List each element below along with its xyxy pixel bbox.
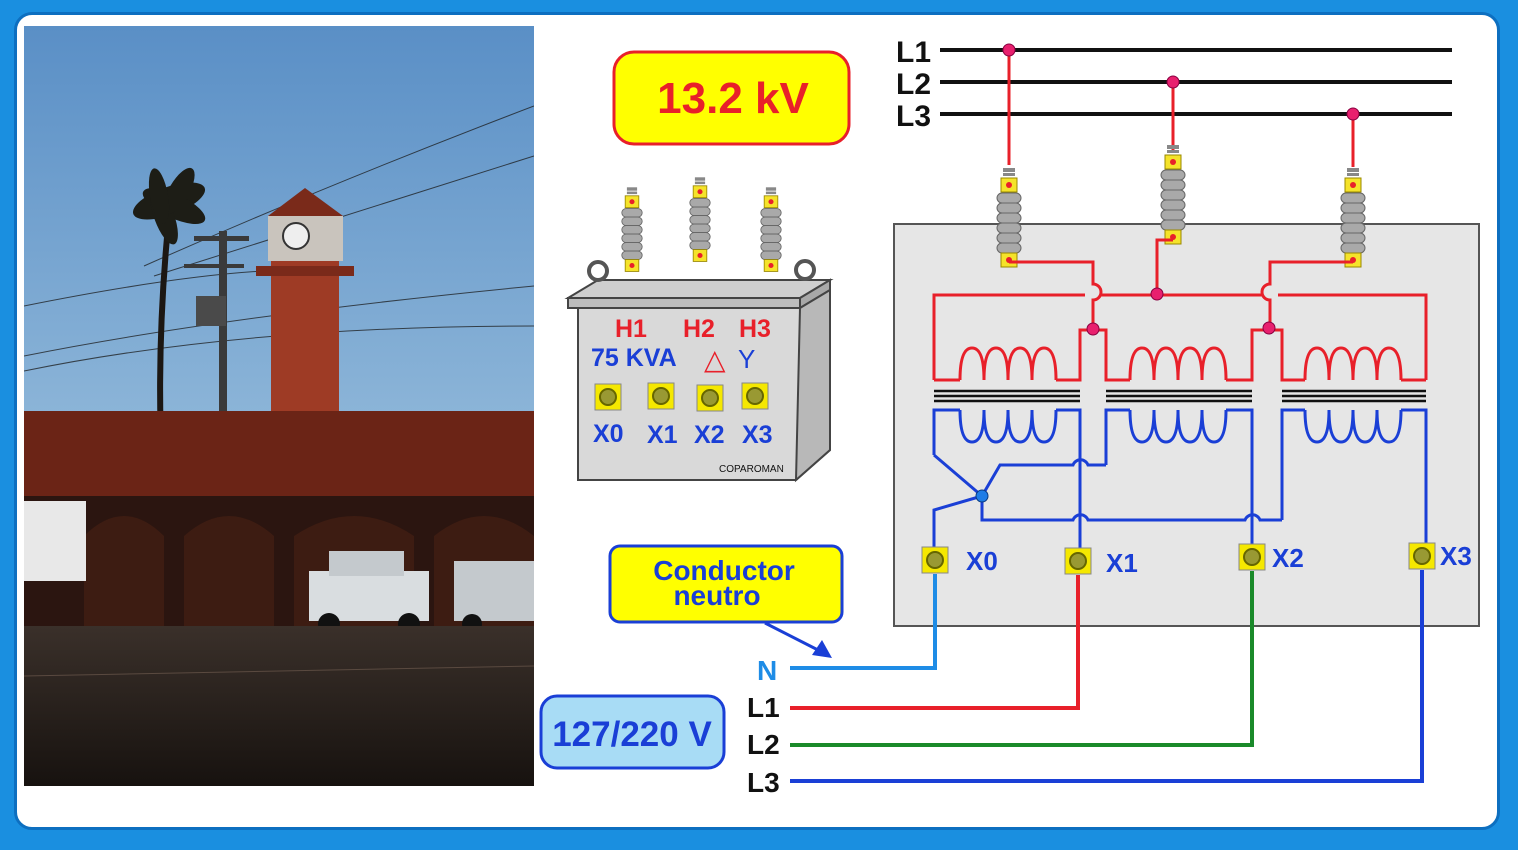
picture-rating: 75 KVA [591,344,677,372]
neutral-callout-line2: neutro [673,580,760,611]
delta-node-h1 [1086,322,1100,336]
neutral-node [975,489,989,503]
primary-voltage-label: 13.2 kV [657,74,809,123]
secondary-line-l1: L1 [747,692,780,723]
primary-bus: L1 L2 L3 [896,36,1452,133]
terminal-x2 [1238,543,1266,571]
bus [24,501,86,581]
picture-bushings [621,176,782,272]
secondary-neutral-label: N [757,655,777,686]
secondary-voltage-badge: 127/220 V [539,694,726,770]
schematic-label-x3: X3 [1440,541,1472,571]
picture-label-x1: X1 [647,421,678,449]
secondary-wye-wiring [932,408,1428,548]
secondary-conductors [790,570,1424,783]
primary-line-l1: L1 [896,36,931,69]
wye-symbol: Y [738,344,755,374]
primary-taps [1007,50,1355,167]
bushing-h1 [996,167,1022,268]
bushing-h3 [1340,167,1366,268]
palm-fronds [132,167,206,245]
picture-label-h1: H1 [615,315,647,343]
primary-delta-wiring [932,238,1428,382]
terminal-x0 [921,546,949,574]
pole-transformer [196,296,226,326]
schematic-label-x0: X0 [966,546,998,576]
delta-symbol: △ [704,344,726,375]
primary-line-l2: L2 [896,68,931,101]
terminal-x3 [1408,542,1436,570]
transformer-enclosure [893,223,1480,627]
parked-car [454,561,534,621]
secondary-line-l2: L2 [747,729,780,760]
tap-node-l1 [1002,43,1016,57]
street-photo-illustration [24,26,534,786]
road [24,626,534,786]
picture-label-x0: X0 [593,420,624,448]
picture-label-h2: H2 [683,315,715,343]
schematic-label-x2: X2 [1272,543,1304,573]
delta-node-h3 [1262,321,1276,335]
picture-label-x3: X3 [742,421,773,449]
secondary-voltage-label: 127/220 V [552,715,712,754]
picture-label-x2: X2 [694,421,725,449]
delta-node-h2 [1150,287,1164,301]
arcade-building [24,411,534,511]
neutral-callout-line1: Conductor [653,555,795,586]
primary-voltage-badge: 13.2 kV [612,50,851,146]
bushing-h2 [1160,144,1186,245]
neutral-callout: Conductor neutro [608,544,844,658]
transformer-cores [934,389,1426,403]
secondary-line-l3: L3 [747,767,780,798]
street-photo [24,26,534,786]
picture-label-h3: H3 [739,315,771,343]
clock-icon [282,222,310,250]
arrow-icon [812,640,832,658]
tap-node-l3 [1346,107,1360,121]
pickup-truck [309,571,429,621]
schematic-label-x1: X1 [1106,548,1138,578]
terminal-x1 [1064,547,1092,575]
transformer-picture: H1 H2 H3 75 KVA △ Y X0 X1 X2 X3 COPAROMA… [564,176,834,483]
primary-line-l3: L3 [896,100,931,133]
tap-node-l2 [1166,75,1180,89]
picture-brand: COPAROMAN [719,464,784,475]
